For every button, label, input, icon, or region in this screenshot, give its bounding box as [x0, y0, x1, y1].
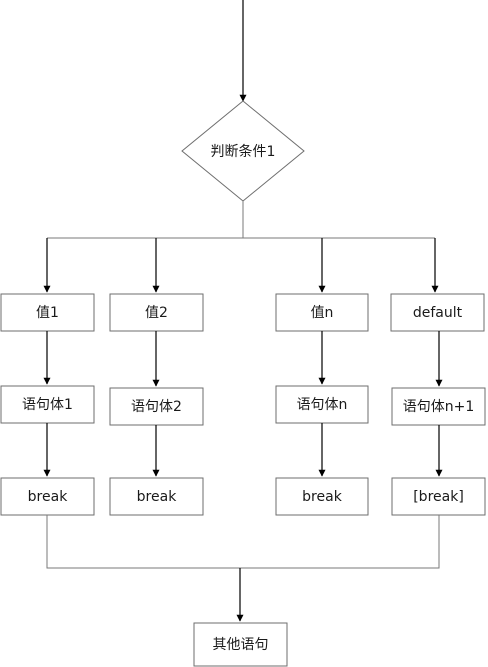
body-box — [0, 385, 95, 424]
merge-line — [46, 515, 440, 569]
case-column-n: 值n 语句体n break — [275, 238, 369, 516]
decision-label: 判断条件1 — [211, 143, 276, 160]
case-box — [275, 293, 369, 332]
break-label: break — [28, 489, 69, 505]
case-box — [0, 293, 95, 332]
body-label: 语句体1 — [22, 397, 73, 413]
decision-node: 判断条件1 — [181, 100, 305, 202]
body-box — [275, 385, 369, 424]
body-label: 语句体n+1 — [403, 399, 475, 415]
case-label: 值n — [311, 305, 334, 321]
break-label: break — [137, 489, 178, 505]
body-label: 语句体n — [297, 397, 348, 413]
end-label: 其他语句 — [213, 637, 269, 653]
case-box — [109, 293, 204, 332]
case-column-2: 值2 语句体2 break — [109, 238, 204, 516]
end-box — [193, 622, 288, 667]
case-label: 值2 — [145, 305, 168, 321]
break-box — [109, 477, 204, 516]
case-label: 值1 — [36, 305, 59, 321]
break-box — [391, 477, 486, 516]
case-box — [390, 293, 485, 332]
break-box — [275, 477, 369, 516]
break-label: [break] — [413, 489, 464, 505]
break-label: break — [302, 489, 343, 505]
body-label: 语句体2 — [131, 399, 182, 415]
case-column-1: 值1 语句体1 break — [0, 238, 95, 516]
end-node: 其他语句 — [193, 622, 288, 667]
case-label: default — [413, 305, 463, 321]
body-box — [109, 387, 204, 426]
case-column-default: default 语句体n+1 [break] — [390, 238, 486, 516]
